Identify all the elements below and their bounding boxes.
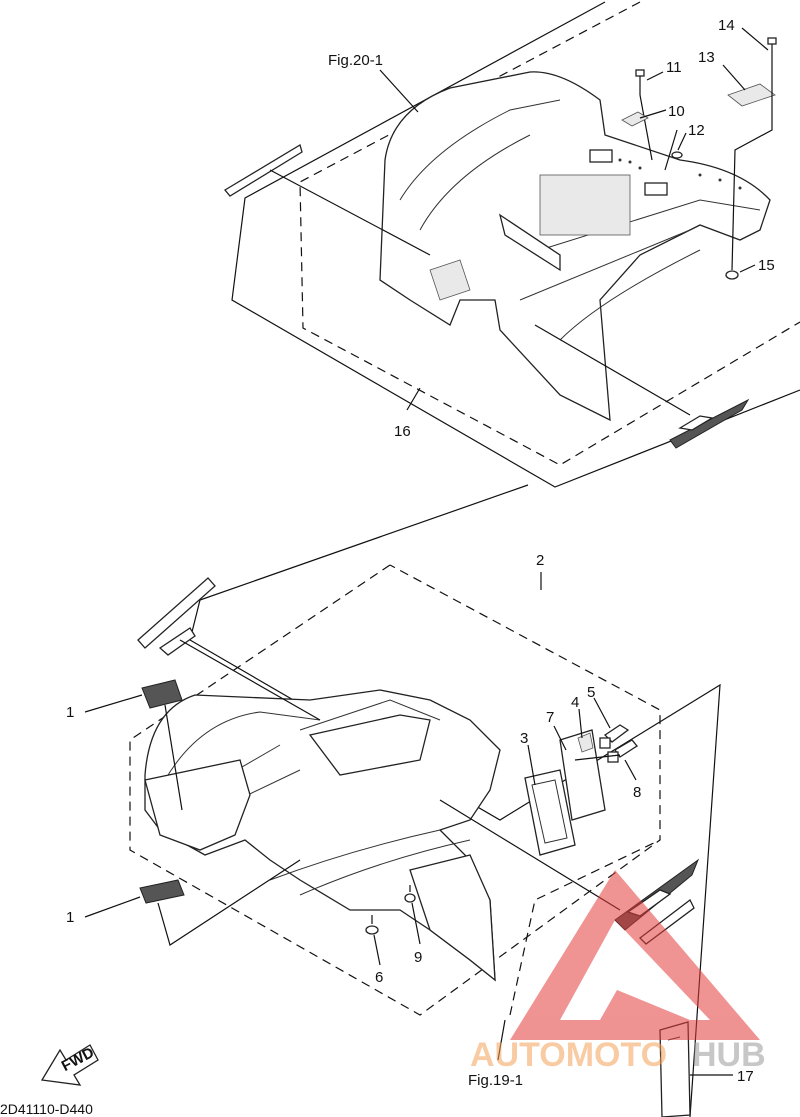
bottom-leaders (84, 572, 637, 1061)
callout-10: 10 (668, 103, 685, 120)
cover-13 (727, 83, 776, 107)
callout-2: 2 (536, 552, 544, 569)
diagram-code: 2D41110-D440 (0, 1101, 93, 1117)
watermark-triangle-icon (510, 870, 760, 1040)
callout-5: 5 (587, 684, 595, 701)
front-left-decal (137, 577, 216, 649)
emblem-1-upper (141, 679, 183, 811)
callout-4: 4 (571, 694, 579, 711)
callout-1-lower: 1 (66, 909, 74, 926)
rear-left-decal (224, 144, 303, 197)
callout-11: 11 (666, 59, 682, 76)
nut-6 (365, 915, 379, 935)
fig-ref-top: Fig.20-1 (328, 52, 383, 69)
callout-14: 14 (718, 17, 735, 34)
rear-assembly-frame (231, 1, 800, 488)
callout-12: 12 (688, 122, 705, 139)
plate-10 (621, 111, 649, 127)
watermark-text-b: HUB (692, 1036, 766, 1074)
fwd-arrow-icon: FWD (40, 1044, 99, 1086)
nut-9 (404, 885, 416, 903)
callout-15: 15 (758, 257, 775, 274)
callout-17: 17 (737, 1068, 754, 1085)
callout-3: 3 (520, 730, 528, 747)
bracket-3 (524, 769, 576, 856)
emblem-1-lower (139, 859, 301, 946)
bolt-11 (635, 69, 653, 161)
front-fender (144, 689, 501, 982)
bolt-14 (731, 37, 777, 271)
top-leaders (379, 27, 769, 411)
rear-fender-assembly (224, 1, 800, 488)
labels: Fig.20-1 Fig.19-1 2D41110-D440 11 10 12 … (0, 17, 775, 1117)
watermark-text-a: AUTOMOTO (470, 1036, 667, 1074)
callout-7: 7 (546, 709, 554, 726)
rear-right-emblem (669, 398, 750, 449)
watermark: AUTOMOTO HUB (470, 870, 766, 1074)
bolt-5 (599, 724, 630, 749)
callout-16: 16 (394, 423, 411, 440)
callout-1-upper: 1 (66, 704, 74, 721)
callout-13: 13 (698, 49, 715, 66)
callout-6: 6 (375, 969, 383, 986)
nut-15 (725, 270, 739, 280)
rear-fender (379, 71, 771, 422)
front-assembly-dashed-frame (129, 564, 661, 1016)
collar-12 (664, 129, 683, 171)
callout-9: 9 (414, 949, 422, 966)
callout-8: 8 (633, 784, 641, 801)
fig-ref-bottom: Fig.19-1 (468, 1072, 523, 1089)
front-fender-assembly (129, 484, 733, 1117)
